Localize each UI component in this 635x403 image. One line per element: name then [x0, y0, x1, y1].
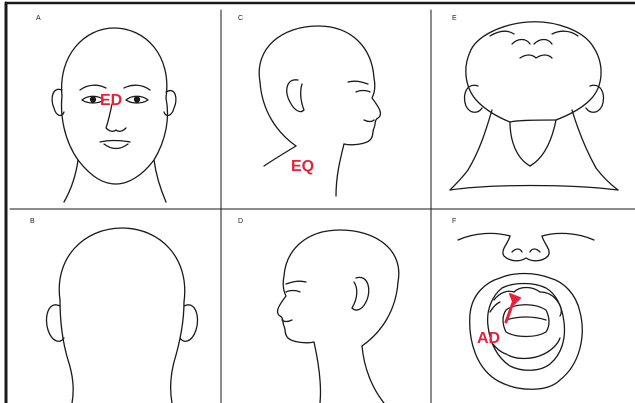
head-right-profile-view — [259, 26, 380, 196]
marker-eq: EQ — [291, 158, 314, 176]
head-front-view — [52, 28, 176, 202]
marker-ad: AD — [477, 330, 500, 348]
panel-label-e: E — [452, 15, 457, 22]
head-back-view — [47, 228, 198, 403]
panel-label-d: D — [238, 218, 243, 225]
head-left-profile-view — [278, 230, 399, 403]
marker-ed: ED — [100, 92, 122, 110]
grid-lines — [6, 3, 635, 403]
head-tilted-back-view — [450, 22, 618, 190]
panel-label-b: B — [30, 218, 35, 225]
panel-label-c: C — [238, 15, 243, 22]
open-mouth-view — [458, 233, 594, 389]
panel-label-a: A — [36, 15, 41, 22]
panel-label-f: F — [452, 218, 456, 225]
